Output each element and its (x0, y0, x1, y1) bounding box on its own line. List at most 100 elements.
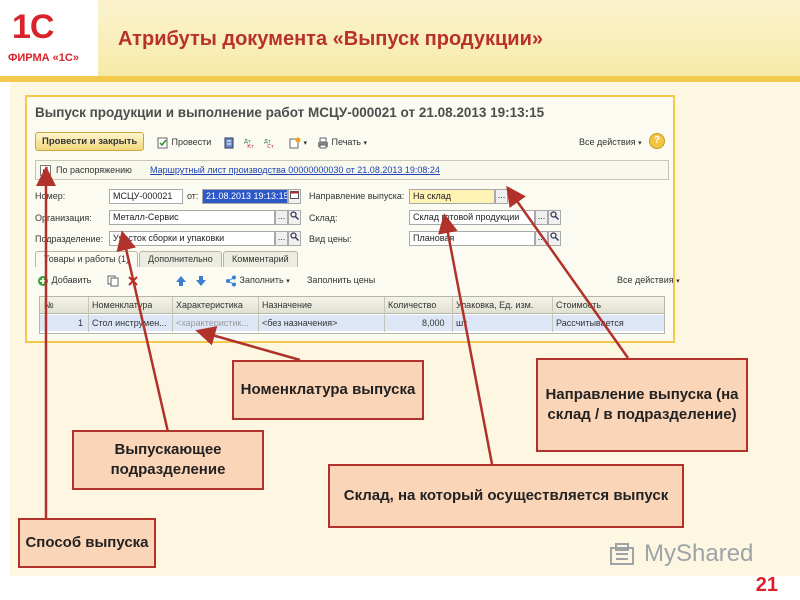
row-purpose[interactable]: <без назначения> (262, 318, 338, 328)
by-order-label: По распоряжению (56, 165, 132, 175)
warehouse-label: Склад: (309, 213, 338, 223)
header-stripe (0, 76, 800, 82)
price-type-field[interactable]: Плановая (409, 231, 535, 246)
search-icon (550, 211, 559, 220)
table-all-actions-label: Все действия (617, 275, 674, 285)
fill-prices-button[interactable]: Заполнить цены (307, 275, 376, 285)
search-icon (290, 211, 299, 220)
all-actions-label: Все действия (579, 137, 636, 147)
column-divider (552, 297, 553, 332)
copy-icon (107, 275, 119, 287)
direction-label: Направление выпуска: (309, 191, 405, 201)
callout-division: Выпускающее подразделение (72, 430, 264, 490)
create-based-button[interactable]: ▾ (289, 134, 307, 150)
price-type-select-button[interactable]: ... (535, 231, 548, 246)
watermark-icon (610, 543, 634, 565)
col-cost[interactable]: Стоимость (556, 300, 602, 310)
direction-select-button[interactable]: ... (495, 189, 508, 204)
delete-row-button[interactable] (127, 272, 139, 288)
division-select-button[interactable]: ... (275, 231, 288, 246)
organization-select-button[interactable]: ... (275, 210, 288, 225)
add-icon (38, 275, 48, 286)
date-field[interactable]: 21.08.2013 19:13:15 (202, 189, 288, 204)
arrow-up-icon (176, 275, 186, 286)
table-all-actions-menu[interactable]: Все действия ▾ (617, 272, 680, 288)
col-characteristic[interactable]: Характеристика (176, 300, 243, 310)
svg-text:Дт: Дт (244, 139, 251, 145)
calendar-icon (290, 191, 299, 199)
row-number: 1 (78, 318, 84, 328)
goods-table: № Номенклатура Характеристика Назначение… (39, 296, 665, 334)
column-divider (384, 297, 385, 332)
table-row[interactable]: 1 Стол инструмен... <характеристик... <б… (40, 315, 664, 331)
col-nomenclature[interactable]: Номенклатура (92, 300, 153, 310)
warehouse-field[interactable]: Склад готовой продукции (409, 210, 535, 225)
delete-icon (128, 275, 138, 286)
column-divider (172, 297, 173, 332)
warehouse-open-button[interactable] (548, 210, 561, 225)
document-window: Выпуск продукции и выполнение работ МСЦУ… (25, 95, 680, 343)
search-icon (290, 232, 299, 241)
move-down-button[interactable] (195, 272, 207, 288)
add-button[interactable]: Добавить (37, 272, 91, 288)
all-actions-menu[interactable]: Все действия ▾ (579, 134, 642, 150)
post-button[interactable]: Провести (157, 134, 211, 150)
help-button[interactable]: ? (649, 133, 665, 149)
callout-warehouse: Склад, на который осуществляется выпуск (328, 464, 684, 528)
share-icon (226, 275, 236, 287)
warehouse-select-button[interactable]: ... (535, 210, 548, 225)
slide-title: Атрибуты документа «Выпуск продукции» (118, 28, 543, 50)
col-number[interactable]: № (44, 300, 54, 310)
direction-field[interactable]: На склад (409, 189, 495, 204)
calendar-button[interactable] (288, 189, 301, 204)
tab-additional[interactable]: Дополнительно (139, 251, 222, 267)
move-up-button[interactable] (175, 272, 187, 288)
row-characteristic[interactable]: <характеристик... (176, 318, 249, 328)
logo-mark: 1С (12, 8, 54, 46)
slide-page-number: 21 (755, 574, 778, 596)
tab-goods-and-works[interactable]: Товары и работы (1) (35, 251, 139, 267)
row-nomenclature[interactable]: Стол инструмен... (92, 318, 167, 328)
row-cost: Рассчитывается (556, 318, 624, 328)
number-label: Номер: (35, 191, 66, 201)
print-button[interactable]: Печать ▾ (317, 134, 367, 150)
division-open-button[interactable] (288, 231, 301, 246)
document-title: Выпуск продукции и выполнение работ МСЦУ… (35, 105, 545, 120)
price-type-open-button[interactable] (548, 231, 561, 246)
tab-comment[interactable]: Комментарий (223, 251, 298, 267)
row-quantity[interactable]: 8,000 (422, 318, 445, 328)
arrow-down-icon (196, 275, 206, 286)
division-field[interactable]: Участок сборки и упаковки (109, 231, 275, 246)
col-quantity[interactable]: Количество (388, 300, 437, 310)
basis-panel: ✔ По распоряжению Маршрутный лист произв… (35, 160, 669, 180)
by-order-checkbox[interactable]: ✔ (40, 165, 51, 176)
chevron-down-icon: ▾ (638, 140, 642, 147)
printer-icon (318, 137, 328, 149)
print-button-label: Печать (331, 137, 361, 147)
journal-icon-button[interactable] (223, 134, 235, 150)
route-sheet-link[interactable]: Маршрутный лист производства 00000000030… (150, 165, 440, 175)
logo-text: ФИРМА «1С» (8, 52, 79, 64)
chevron-down-icon: ▾ (286, 278, 290, 285)
chevron-down-icon: ▾ (363, 140, 368, 147)
number-field[interactable]: МСЦУ-000021 (109, 189, 183, 204)
post-and-close-button[interactable]: Провести и закрыть (35, 132, 145, 151)
organization-open-button[interactable] (288, 210, 301, 225)
row-unit[interactable]: шт (456, 318, 468, 328)
search-icon (550, 232, 559, 241)
col-package-unit[interactable]: Упаковка, Ед. изм. (456, 300, 534, 310)
fill-button[interactable]: Заполнить ▾ (225, 272, 290, 288)
callout-nomenclature: Номенклатура выпуска (232, 360, 424, 420)
organization-field[interactable]: Металл-Сервис (109, 210, 275, 225)
chevron-down-icon: ▾ (303, 140, 308, 147)
watermark-text: MyShared (644, 540, 754, 567)
svg-text:Дт: Дт (264, 139, 271, 145)
copy-row-button[interactable] (107, 272, 119, 288)
svg-text:Кт: Кт (247, 144, 254, 149)
add-button-label: Добавить (51, 275, 92, 285)
col-purpose[interactable]: Назначение (262, 300, 313, 310)
price-type-label: Вид цены: (309, 234, 352, 244)
